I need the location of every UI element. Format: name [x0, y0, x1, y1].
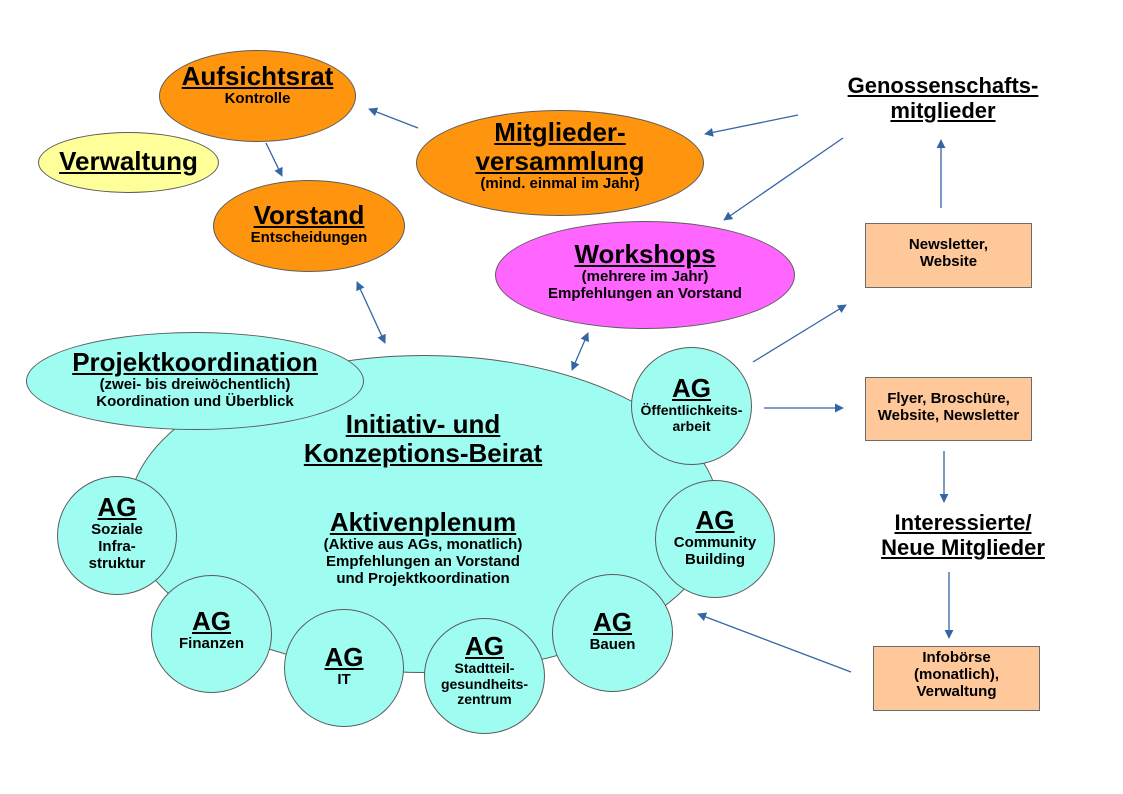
ag-it-circle — [284, 609, 404, 727]
ag-soziale-text: AG Soziale Infra- struktur — [57, 492, 177, 573]
arrow-infoboerse-to-beirat — [697, 612, 852, 673]
arrow-workshops-beirat — [571, 332, 589, 371]
newsletter-line-1: Newsletter, — [908, 236, 989, 253]
ag-soziale-line-1: Soziale — [91, 521, 143, 539]
ag-stadtteil-line-1: Stadtteil- — [454, 660, 515, 677]
projektkoordination-text: Projektkoordination (zwei- bis dreiwöche… — [26, 347, 364, 411]
workshops-ellipse — [495, 221, 795, 329]
ag-stadtteil-text: AG Stadtteil- gesundheits- zentrum — [424, 631, 545, 708]
genossenschaft-text: Genossenschafts- mitglieder — [823, 73, 1063, 123]
ag-soziale-line-2: Infra- — [98, 537, 136, 555]
flyer-line-2: Website, Newsletter — [877, 406, 1020, 424]
workshops-sub-1: (mehrere im Jahr) — [581, 268, 709, 286]
arrow-mv-to-aufsichtsrat — [368, 107, 419, 129]
flyer-text: Flyer, Broschüre, Website, Newsletter — [865, 390, 1032, 425]
ag-it-text: AG IT — [284, 642, 404, 689]
ag-bauen-line-1: Bauen — [589, 636, 636, 654]
beirat-line-2: Konzeptions-Beirat — [303, 438, 543, 469]
arrow-genossen-to-mv — [704, 114, 799, 137]
workshops-text: Workshops (mehrere im Jahr) Empfehlungen… — [495, 239, 795, 303]
ag-stadtteil-line-2: gesundheits- — [440, 675, 529, 692]
ag-bauen-title: AG — [593, 607, 632, 637]
ag-finanzen-circle — [151, 575, 272, 693]
ag-stadtteil-title: AG — [465, 631, 504, 661]
ag-soziale-circle — [57, 476, 177, 595]
verwaltung-title: Verwaltung — [59, 146, 198, 176]
projektkoordination-ellipse — [26, 332, 364, 430]
mitgliederversammlung-title-2: versammlung — [475, 146, 645, 177]
genossenschaft-line-2: mitglieder — [890, 97, 996, 123]
ag-it-title: AG — [324, 642, 364, 672]
ag-stadtteil-line-3: zentrum — [457, 691, 512, 708]
mitgliederversammlung-title-1: Mitglieder- — [494, 117, 626, 147]
arrow-aufsichtsrat-to-vorstand — [265, 142, 283, 177]
ag-bauen-text: AG Bauen — [552, 607, 673, 654]
projektkoordination-sub-2: Koordination und Überblick — [96, 392, 294, 410]
aktivenplenum-sub-2: Empfehlungen an Vorstand — [326, 552, 520, 570]
ag-finanzen-line-1: Finanzen — [178, 635, 244, 653]
infoboerse-text: Infobörse (monatlich), Verwaltung — [873, 649, 1040, 700]
aufsichtsrat-ellipse — [159, 50, 356, 142]
vorstand-title: Vorstand — [253, 200, 365, 230]
workshops-sub-2: Empfehlungen an Vorstand — [548, 284, 742, 302]
verwaltung-text: Verwaltung — [38, 146, 219, 176]
mitgliederversammlung-ellipse — [416, 110, 704, 216]
beirat-text: Initiativ- und Konzeptions-Beirat — [260, 409, 586, 469]
newsletter-box — [865, 223, 1032, 288]
aktivenplenum-text: Aktivenplenum (Aktive aus AGs, monatlich… — [283, 507, 563, 588]
ag-stadtteil-circle — [424, 618, 545, 734]
projektkoordination-title: Projektkoordination — [72, 347, 318, 377]
mitgliederversammlung-sub: (mind. einmal im Jahr) — [480, 175, 640, 193]
aktivenplenum-sub-3: und Projektkoordination — [336, 569, 510, 587]
vorstand-text: Vorstand Entscheidungen — [213, 200, 405, 247]
ag-soziale-title: AG — [97, 492, 137, 522]
genossenschaft-line-1: Genossenschafts- — [847, 73, 1039, 98]
newsletter-line-2: Website — [919, 252, 978, 270]
ag-bauen-circle — [552, 574, 673, 692]
beirat-line-1: Initiativ- und — [345, 409, 501, 439]
aufsichtsrat-title: Aufsichtsrat — [181, 61, 334, 91]
interessierte-line-1: Interessierte/ — [894, 510, 1032, 535]
arrow-vorstand-beirat — [356, 281, 386, 344]
interessierte-text: Interessierte/ Neue Mitglieder — [843, 510, 1083, 560]
aktivenplenum-title: Aktivenplenum — [329, 507, 517, 537]
mitgliederversammlung-text: Mitglieder- versammlung (mind. einmal im… — [416, 117, 704, 193]
ag-it-line-1: IT — [337, 671, 351, 689]
ag-oeffentlichkeit-title: AG — [672, 373, 711, 403]
ag-finanzen-text: AG Finanzen — [151, 606, 272, 653]
flyer-line-1: Flyer, Broschüre, — [887, 390, 1010, 407]
infoboerse-line-3: Verwaltung — [916, 682, 997, 700]
aufsichtsrat-text: Aufsichtsrat Kontrolle — [159, 61, 356, 108]
flyer-box — [865, 377, 1032, 441]
vorstand-sub: Entscheidungen — [250, 229, 368, 247]
aufsichtsrat-sub: Kontrolle — [224, 90, 291, 108]
arrow-genossen-to-workshops — [723, 137, 844, 221]
arrow-oeff-to-newsletter — [752, 304, 847, 363]
infoboerse-box — [873, 646, 1040, 711]
ag-community-title: AG — [695, 505, 735, 535]
ag-community-text: AG Community Building — [655, 505, 775, 569]
newsletter-text: Newsletter, Website — [865, 236, 1032, 271]
ag-soziale-line-3: struktur — [88, 554, 146, 572]
ag-oeffentlichkeit-line-2: arbeit — [672, 417, 711, 434]
ag-finanzen-title: AG — [192, 606, 231, 636]
infoboerse-line-1: Infobörse — [922, 649, 991, 666]
vorstand-ellipse — [213, 180, 405, 272]
ag-community-line-2: Building — [685, 550, 745, 568]
ag-oeffentlichkeit-text: AG Öffentlichkeits- arbeit — [626, 373, 757, 434]
ag-community-circle — [655, 480, 775, 598]
verwaltung-ellipse — [38, 132, 219, 193]
projektkoordination-sub-1: (zwei- bis dreiwöchentlich) — [99, 376, 291, 394]
workshops-title: Workshops — [574, 239, 716, 269]
ag-oeffentlichkeit-line-1: Öffentlichkeits- — [640, 402, 743, 419]
interessierte-line-2: Neue Mitglieder — [881, 534, 1045, 560]
ag-oeffentlichkeit-circle — [631, 347, 752, 465]
infoboerse-line-2: (monatlich), — [914, 665, 999, 683]
aktivenplenum-sub-1: (Aktive aus AGs, monatlich) — [323, 536, 523, 554]
ag-community-line-1: Community — [673, 534, 757, 552]
